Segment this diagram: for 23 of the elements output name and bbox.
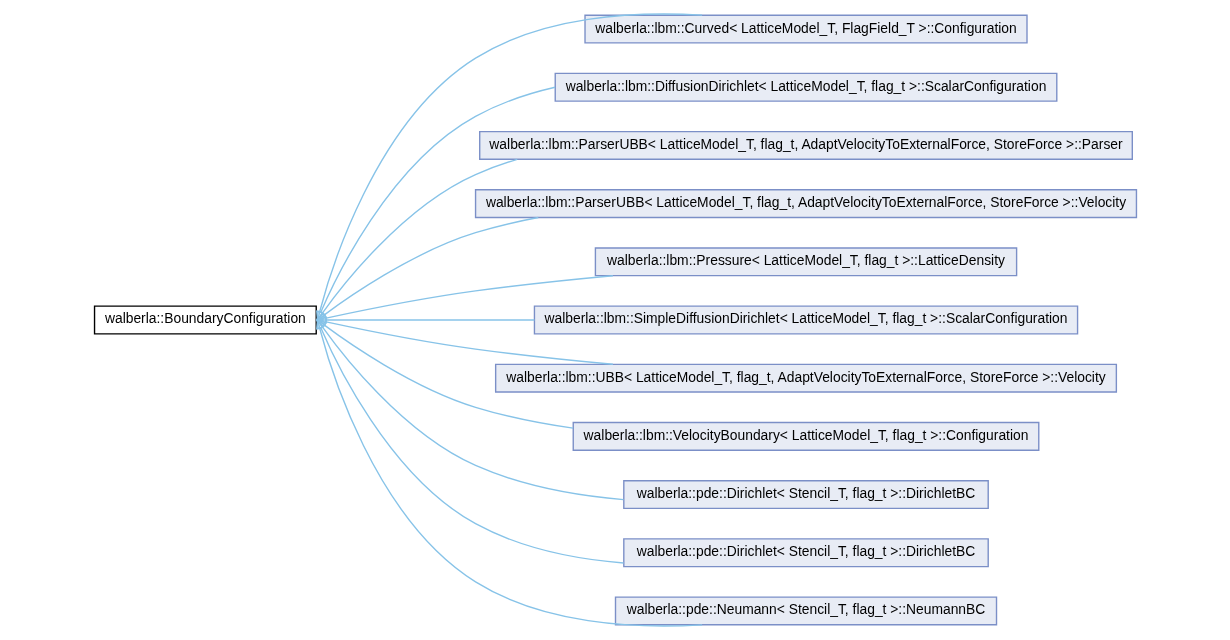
node-box: walberla::lbm::Curved< LatticeModel_T, FlagField_T >::Configuration — [583, 14, 1028, 44]
arrow — [315, 316, 535, 324]
arrow — [315, 318, 574, 429]
arrow — [315, 317, 703, 627]
arrow — [316, 86, 556, 322]
arrow — [315, 318, 624, 501]
arrow — [315, 318, 614, 365]
node-box: walberla::lbm::Pressure< LatticeModel_T, flag_t >::LatticeDensity — [594, 247, 1017, 277]
arrow — [316, 318, 624, 564]
arrow — [315, 275, 614, 322]
node-box: walberla::lbm::ParserUBB< LatticeModel_T, flag_t, AdaptVelocityToExternalForce, StoreForce >::Parser — [478, 130, 1133, 160]
node-box: walberla::BoundaryConfiguration — [93, 305, 317, 335]
node-box: walberla::lbm::VelocityBoundary< LatticeModel_T, flag_t >::Configuration — [572, 421, 1039, 451]
node-box: walberla::lbm::ParserUBB< LatticeModel_T, flag_t, AdaptVelocityToExternalForce, StoreForce >::Velocity — [474, 189, 1137, 219]
node-box: walberla::pde::Dirichlet< Stencil_T, flag_t >::DirichletBC — [622, 480, 989, 510]
node-box: walberla::lbm::SimpleDiffusionDirichlet< LatticeModel_T, flag_t >::ScalarConfiguration — [533, 305, 1078, 335]
arrow — [315, 216, 539, 322]
arrow — [315, 13, 703, 323]
node-box: walberla::pde::Neumann< Stencil_T, flag_t >::NeumannBC — [614, 596, 997, 626]
node-box: walberla::lbm::UBB< LatticeModel_T, flag_t, AdaptVelocityToExternalForce, StoreForce >::Velocity — [494, 363, 1117, 393]
arrow — [315, 158, 518, 322]
node-box: walberla::pde::Dirichlet< Stencil_T, flag_t >::DirichletBC — [622, 538, 989, 568]
node-box: walberla::lbm::DiffusionDirichlet< LatticeModel_T, flag_t >::ScalarConfiguration — [554, 72, 1057, 102]
